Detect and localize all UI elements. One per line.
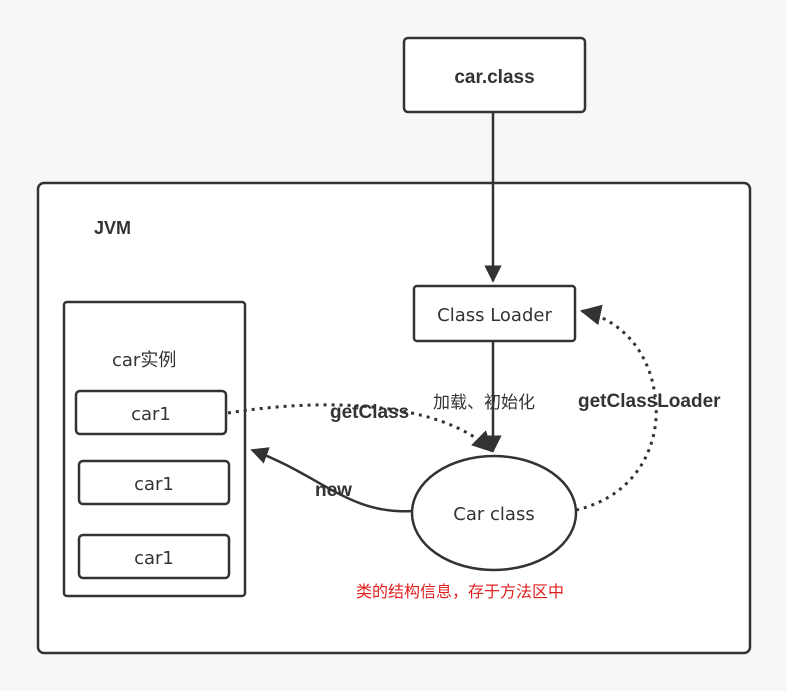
instances-container: [62, 300, 247, 598]
instance-box: [77, 533, 231, 580]
jvm-label: JVM: [94, 218, 131, 238]
method-area-note: 类的结构信息，存于方法区中: [356, 582, 564, 601]
class-loader-label: Class Loader: [437, 305, 552, 326]
car-class-node: [410, 454, 578, 572]
edge-new-label: new: [315, 480, 352, 501]
instance-label: car1: [131, 404, 171, 425]
instance-box: [77, 459, 231, 506]
edge-get-class-loader: [575, 304, 658, 512]
instance-label: car1: [134, 474, 174, 495]
instance-label: car1: [134, 548, 174, 569]
edge-new: [250, 447, 413, 513]
edge-get-class-label: getClass: [330, 402, 409, 423]
car-class-label: Car class: [453, 504, 534, 525]
instance-box: [74, 389, 228, 436]
edge-load-init-label: 加载、初始化: [433, 393, 535, 413]
car-class-file-label: car.class: [454, 67, 534, 88]
car-class-file-box: [402, 36, 587, 114]
edge-get-class-loader-label: getClassLoader: [578, 391, 721, 412]
class-loader-box: [412, 284, 577, 343]
instances-title: car实例: [112, 350, 176, 371]
